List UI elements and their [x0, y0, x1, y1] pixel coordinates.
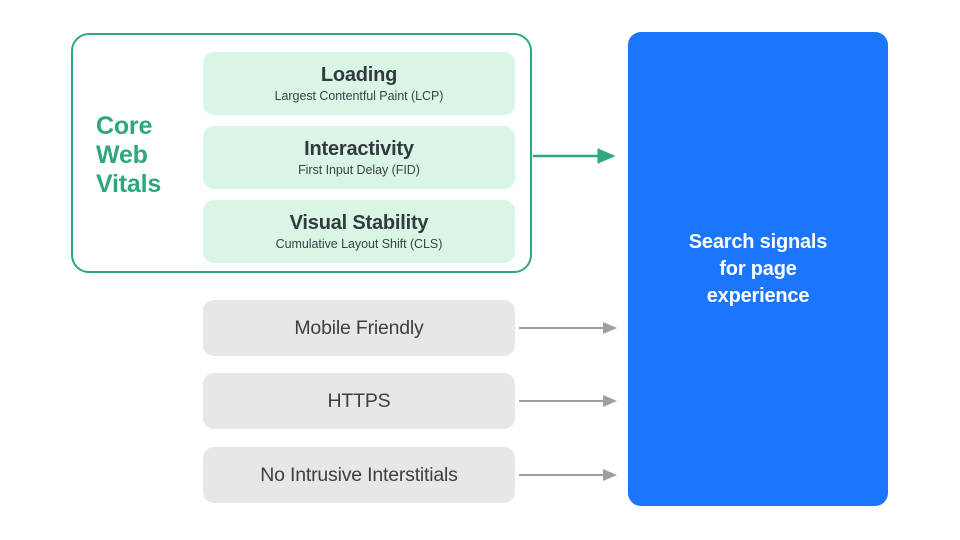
signal-card-mobile-friendly: Mobile Friendly [203, 300, 515, 356]
signal-label: HTTPS [327, 389, 391, 412]
metric-card-interactivity: Interactivity First Input Delay (FID) [203, 126, 515, 189]
metric-subtitle: First Input Delay (FID) [298, 163, 420, 177]
core-web-vitals-label-line-2: Web [96, 141, 148, 169]
metric-title: Loading [320, 64, 398, 86]
search-signals-line-1: Search signals [688, 230, 828, 253]
metric-title: Visual Stability [289, 212, 429, 234]
signal-card-no-intrusive-interstitials: No Intrusive Interstitials [203, 447, 515, 503]
metric-card-loading: Loading Largest Contentful Paint (LCP) [203, 52, 515, 115]
metric-title: Interactivity [304, 138, 414, 160]
search-signals-panel: Search signals for page experience [628, 32, 888, 506]
search-signals-line-3: experience [706, 284, 810, 307]
metric-subtitle: Largest Contentful Paint (LCP) [274, 89, 444, 103]
core-web-vitals-label-line-1: Core [96, 112, 153, 140]
metric-subtitle: Cumulative Layout Shift (CLS) [275, 237, 443, 251]
signal-label: Mobile Friendly [294, 316, 424, 339]
core-web-vitals-label-line-3: Vitals [96, 170, 162, 198]
signal-label: No Intrusive Interstitials [260, 463, 458, 486]
core-web-vitals-group [71, 33, 532, 273]
signal-card-https: HTTPS [203, 373, 515, 429]
metric-card-visual-stability: Visual Stability Cumulative Layout Shift… [203, 200, 515, 263]
search-signals-line-2: for page [719, 257, 797, 280]
core-web-vitals-label: Core Web Vitals [96, 112, 196, 199]
search-signals-text: Search signals for page experience [688, 229, 828, 310]
